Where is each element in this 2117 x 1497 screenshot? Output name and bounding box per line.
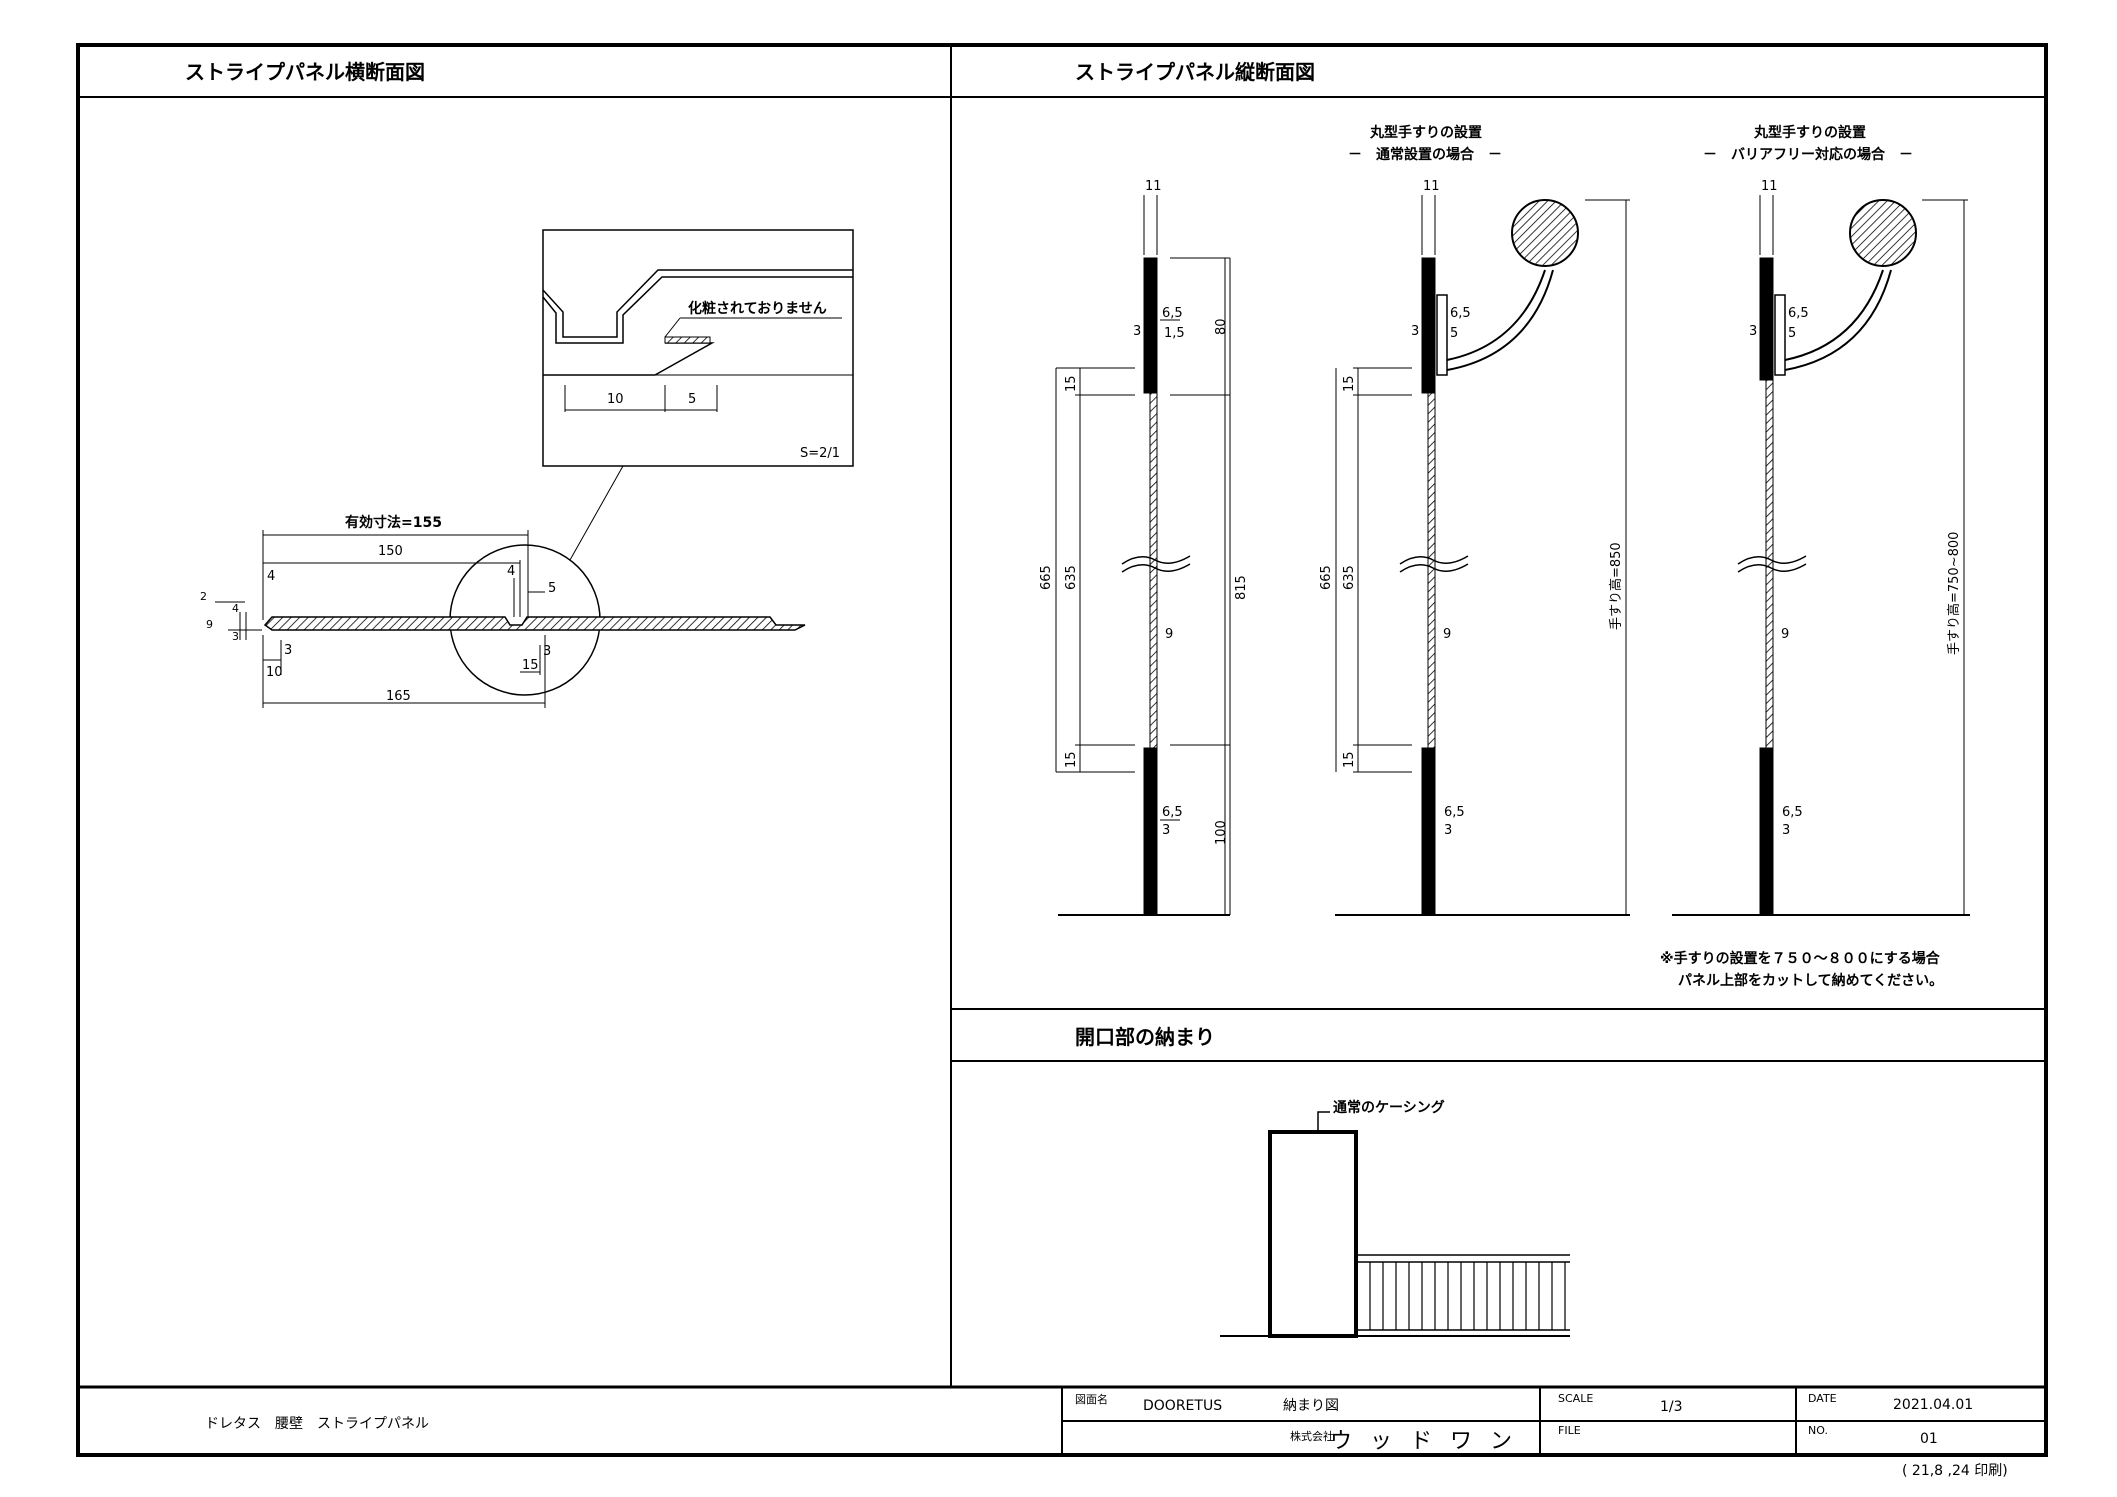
drawing-name-label: 図面名 — [1075, 1392, 1108, 1406]
dim-5-b: 5 — [1450, 326, 1458, 341]
dim-15-bottom: 15 — [522, 658, 539, 673]
dim-3-left: 3 — [284, 643, 292, 658]
dim-165: 165 — [386, 689, 411, 704]
dim-11-b: 11 — [1423, 179, 1440, 194]
dim-635-b: 635 — [1342, 565, 1357, 590]
detail-scale: S=2/1 — [800, 446, 840, 461]
dim-4-left: 4 — [267, 569, 275, 584]
dim-3-c-bottom: 3 — [1782, 823, 1790, 838]
dim-left-2: 2 — [200, 590, 207, 603]
vertical-section-handrail-normal — [1335, 195, 1630, 916]
dim-635-a: 635 — [1064, 565, 1079, 590]
dim-left-9: 9 — [206, 618, 213, 631]
dim-11-c: 11 — [1761, 179, 1778, 194]
dim-6-5-b-bottom: 6,5 — [1444, 805, 1465, 820]
dim-6-5-c-bottom: 6,5 — [1782, 805, 1803, 820]
normal-caption-line2: － 通常設置の場合 － — [1348, 146, 1502, 163]
dim-6-5-c: 6,5 — [1788, 306, 1809, 321]
product-name: ドレタス 腰壁 ストライプパネル — [205, 1416, 429, 1432]
opening-detail-title: 開口部の納まり — [1075, 1025, 1215, 1049]
dim-5-joint: 5 — [548, 581, 556, 596]
dim-4-joint: 4 — [507, 564, 515, 579]
effective-dimension-label: 有効寸法=155 — [345, 514, 442, 531]
dim-6-5-b: 6,5 — [1450, 306, 1471, 321]
dim-9-c: 9 — [1781, 627, 1789, 642]
handrail-height-barrier: 手すり高=750~800 — [1946, 532, 1962, 655]
dim-3-b-bottom: 3 — [1444, 823, 1452, 838]
installation-note-line2: パネル上部をカットして納めてください。 — [1678, 972, 1943, 989]
dim-3-b: 3 — [1411, 324, 1419, 339]
dim-15-b-top: 15 — [1342, 375, 1357, 392]
sheet-frame — [76, 43, 2048, 1457]
installation-note-line1: ※手すりの設置を７５０～８００にする場合 — [1660, 950, 1941, 967]
dim-9-b: 9 — [1443, 627, 1451, 642]
dim-15-b-bottom: 15 — [1342, 751, 1357, 768]
dim-815-a: 815 — [1234, 575, 1249, 600]
date-label: DATE — [1808, 1392, 1837, 1405]
barrier-caption-line2: － バリアフリー対応の場合 － — [1703, 146, 1913, 163]
dim-80-a: 80 — [1214, 318, 1229, 335]
dim-left-3: 3 — [232, 630, 239, 643]
dim-665-a: 665 — [1039, 565, 1054, 590]
sheet-number: 01 — [1920, 1431, 1938, 1447]
casing-label: 通常のケーシング — [1333, 1099, 1445, 1116]
scale-value: 1/3 — [1660, 1399, 1683, 1415]
vertical-section-handrail-barrier-free — [1672, 195, 1970, 916]
opening-detail-drawing — [1220, 1111, 1570, 1338]
company-name: ウッドワン — [1330, 1429, 1530, 1454]
dim-5-c: 5 — [1788, 326, 1796, 341]
dim-11-a: 11 — [1145, 179, 1162, 194]
dim-150: 150 — [378, 544, 403, 559]
dim-6-5-a: 6,5 — [1162, 306, 1183, 321]
dim-3-a: 3 — [1133, 324, 1141, 339]
print-stamp: ( 21,8 ,24 印刷) — [1902, 1463, 2008, 1479]
file-label: FILE — [1558, 1424, 1581, 1437]
company-prefix: 株式会社 — [1290, 1429, 1334, 1443]
handrail-height-normal: 手すり高=850 — [1608, 542, 1624, 630]
dim-100-a: 100 — [1214, 820, 1229, 845]
no-label: NO. — [1808, 1424, 1828, 1437]
dim-9-a: 9 — [1165, 627, 1173, 642]
vertical-section-title: ストライプパネル縦断面図 — [1075, 60, 1315, 84]
dim-1-5-a: 1,5 — [1164, 326, 1185, 341]
horizontal-section-drawing — [215, 229, 854, 708]
detail-dim-5: 5 — [688, 392, 696, 407]
scale-label: SCALE — [1558, 1392, 1593, 1405]
opening-panel-stripes — [1369, 1262, 1566, 1330]
brand-name: DOORETUS — [1143, 1398, 1222, 1414]
unfinished-note: 化粧されておりません — [688, 300, 827, 317]
dim-6-5-a-bottom: 6,5 — [1162, 805, 1183, 820]
normal-caption-line1: 丸型手すりの設置 — [1369, 124, 1482, 141]
drawing-name: 納まり図 — [1283, 1398, 1339, 1414]
dim-3-c: 3 — [1749, 324, 1757, 339]
dim-15-a-bottom: 15 — [1064, 751, 1079, 768]
horizontal-section-title: ストライプパネル横断面図 — [185, 60, 425, 84]
dim-left-4: 4 — [232, 602, 239, 615]
dim-10-bottom: 10 — [266, 665, 283, 680]
dim-665-b: 665 — [1319, 565, 1334, 590]
date-value: 2021.04.01 — [1893, 1397, 1973, 1413]
dim-15-a-top: 15 — [1064, 375, 1079, 392]
detail-dim-10: 10 — [607, 392, 624, 407]
vertical-section-plain — [1055, 195, 1231, 916]
barrier-caption-line1: 丸型手すりの設置 — [1753, 124, 1866, 141]
dim-3-a-bottom: 3 — [1162, 823, 1170, 838]
dim-3-joint: 3 — [543, 644, 551, 659]
